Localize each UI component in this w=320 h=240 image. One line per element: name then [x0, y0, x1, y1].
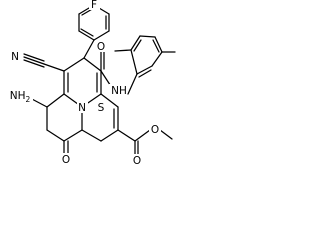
- ester-oxygen-label: O: [151, 124, 159, 136]
- structure-drawing: F N NH O NH2 N S O O O: [0, 0, 176, 180]
- nitrile-group: [23, 53, 65, 72]
- amide-nh-label: NH: [111, 85, 127, 97]
- keto-oxygen-label: O: [62, 154, 70, 166]
- nitrile-nitrogen-label: N: [11, 51, 19, 63]
- ester-carbonyl-oxygen-label: O: [133, 155, 141, 167]
- thiazine-ring: [81, 57, 119, 142]
- amino-label: NH2: [10, 90, 31, 104]
- dimethylphenyl-ring: [114, 35, 176, 95]
- atom-labels: F N NH O NH2 N S O O O: [9, 0, 161, 167]
- bond-aryl: [83, 39, 95, 59]
- pyridine-ring: [46, 57, 85, 142]
- amide-oxygen-label: O: [97, 41, 105, 53]
- fluorine-label: F: [91, 0, 97, 11]
- ring-nitrogen-label: N: [78, 102, 86, 114]
- molecule-svg: F N NH O NH2 N S O O O: [9, 0, 176, 167]
- ester-group: [117, 129, 173, 158]
- ring-sulfur-label: S: [98, 102, 105, 114]
